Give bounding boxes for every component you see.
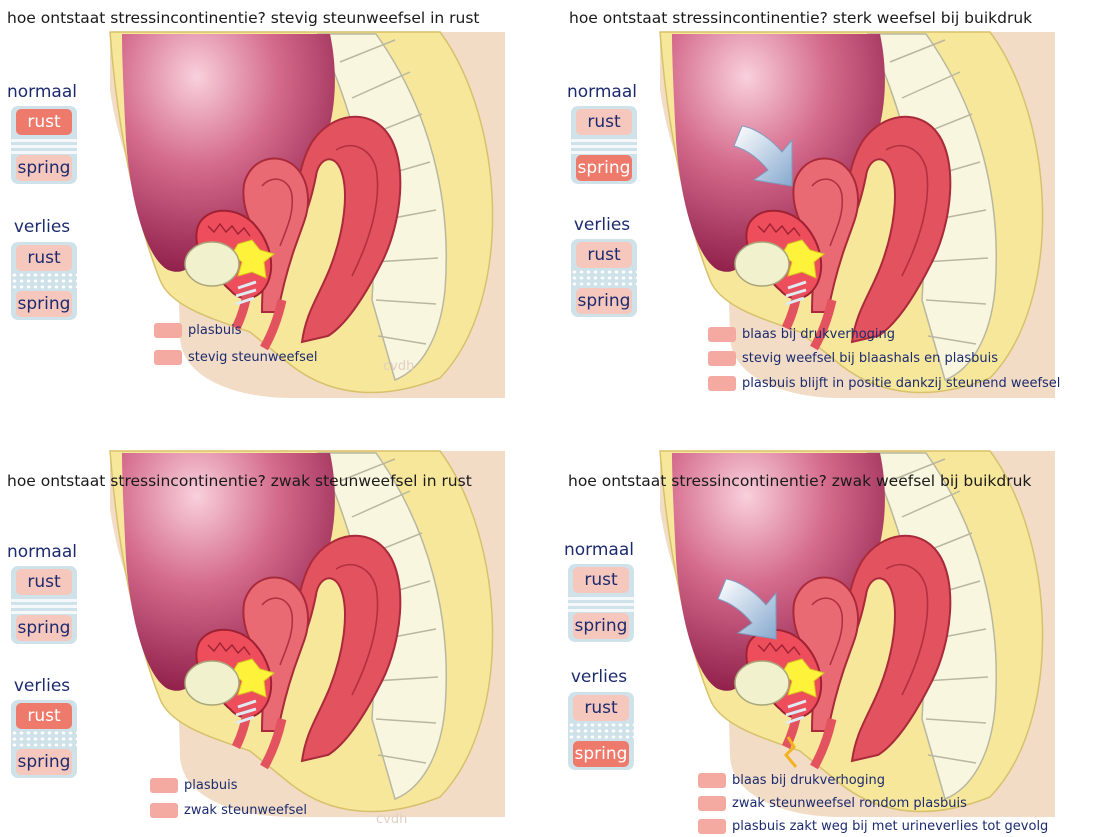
panel-title: hoe ontstaat stressincontinentie? zwak w…: [568, 472, 1031, 490]
spring-pill: spring: [16, 615, 72, 641]
legend-text: blaas bij drukverhoging: [732, 771, 885, 791]
legend-text: plasbuis zakt weg bij met urineverlies t…: [732, 817, 1048, 837]
normaal-box: rust spring: [11, 106, 77, 184]
panel-3: hoe ontstaat stressincontinentie? zwak s…: [0, 419, 549, 837]
rust-pill: rust: [16, 109, 72, 135]
rust-pill: rust: [576, 109, 632, 135]
weak-tissue-dots: [11, 730, 77, 748]
rust-pill: rust: [16, 569, 72, 595]
signature: cvdh: [383, 359, 414, 374]
panel-title: hoe ontstaat stressincontinentie? stevig…: [7, 9, 480, 27]
support-stripes: [568, 594, 634, 612]
verlies-label: verlies: [564, 667, 634, 687]
normaal-label: normaal: [7, 82, 77, 102]
normaal-label: normaal: [564, 540, 634, 560]
rust-pill: rust: [16, 245, 72, 271]
legend-text: plasbuis blijft in positie dankzij steun…: [742, 374, 1060, 394]
legend-swatch: [698, 796, 726, 811]
legend-text: stevig weefsel bij blaashals en plasbuis: [742, 349, 998, 369]
verlies-label: verlies: [7, 217, 77, 237]
legend-swatch: [150, 803, 178, 818]
rust-pill: rust: [16, 703, 72, 729]
spring-pill: spring: [573, 613, 629, 639]
normaal-label: normaal: [7, 542, 77, 562]
leak-drop-icon: [786, 737, 796, 767]
legend-text: blaas bij drukverhoging: [742, 325, 895, 345]
verlies-label: verlies: [567, 215, 637, 235]
verlies-box: rust spring: [571, 239, 637, 317]
support-stripes: [571, 136, 637, 154]
legend-swatch: [698, 773, 726, 788]
spring-pill: spring: [16, 155, 72, 181]
normaal-box: rust spring: [571, 106, 637, 184]
spring-pill: spring: [573, 741, 629, 767]
spring-pill: spring: [576, 288, 632, 314]
verlies-box: rust spring: [568, 692, 634, 770]
panel-title: hoe ontstaat stressincontinentie? sterk …: [569, 9, 1032, 27]
rust-pill: rust: [576, 242, 632, 268]
normaal-box: rust spring: [568, 564, 634, 642]
verlies-box: rust spring: [11, 242, 77, 320]
panel-2: hoe ontstaat stressincontinentie? sterk …: [550, 0, 1099, 418]
legend-text: zwak steunweefsel: [184, 801, 307, 821]
legend-swatch: [154, 350, 182, 365]
legend-swatch: [708, 351, 736, 366]
legend-text: plasbuis: [188, 321, 241, 341]
legend-text: stevig steunweefsel: [188, 348, 318, 368]
weak-tissue-dots: [571, 269, 637, 287]
support-stripes: [11, 596, 77, 614]
legend-text: zwak steunweefsel rondom plasbuis: [732, 794, 967, 814]
rust-pill: rust: [573, 567, 629, 593]
panel-4: hoe ontstaat stressincontinentie? zwak w…: [550, 419, 1099, 837]
normaal-label: normaal: [567, 82, 637, 102]
legend-swatch: [698, 819, 726, 834]
signature: cvdh: [376, 812, 407, 827]
normaal-box: rust spring: [11, 566, 77, 644]
support-stripes: [11, 136, 77, 154]
spring-pill: spring: [576, 155, 632, 181]
legend-swatch: [150, 778, 178, 793]
legend-text: plasbuis: [184, 776, 237, 796]
legend-swatch: [708, 376, 736, 391]
verlies-box: rust spring: [11, 700, 77, 778]
legend-swatch: [708, 327, 736, 342]
spring-pill: spring: [16, 291, 72, 317]
panel-title: hoe ontstaat stressincontinentie? zwak s…: [7, 472, 472, 490]
verlies-label: verlies: [7, 676, 77, 696]
rust-pill: rust: [573, 695, 629, 721]
weak-tissue-dots: [568, 722, 634, 740]
weak-tissue-dots: [11, 272, 77, 290]
legend-swatch: [154, 323, 182, 338]
panel-1: hoe ontstaat stressincontinentie? stevig…: [0, 0, 549, 418]
spring-pill: spring: [16, 749, 72, 775]
